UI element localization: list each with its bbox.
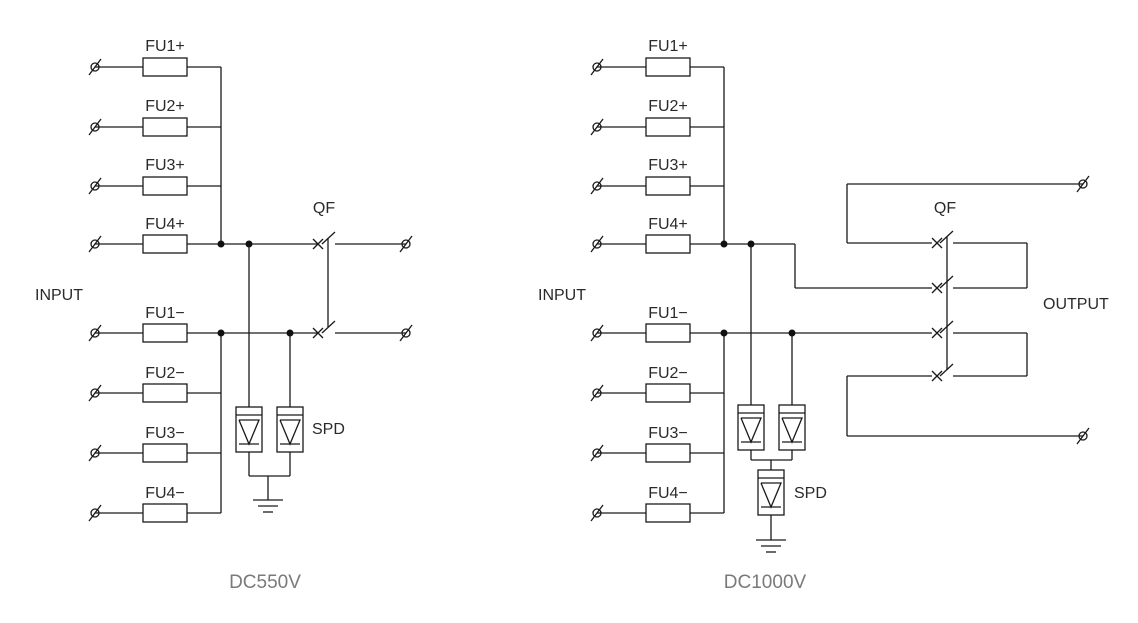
fuse-icon xyxy=(142,383,188,403)
fuse-label: FU4− xyxy=(648,485,688,502)
fuse-icon xyxy=(142,234,188,254)
spd-module-icon xyxy=(276,406,304,453)
terminal-icon xyxy=(590,58,604,76)
terminal-icon xyxy=(590,324,604,342)
terminals-right xyxy=(590,58,1090,522)
fuse-label: FU3− xyxy=(648,425,688,442)
spd-module-icon xyxy=(235,406,263,453)
breaker-contacts-left xyxy=(312,238,324,339)
junctions-left xyxy=(217,240,294,337)
breaker-contacts-right xyxy=(931,237,943,382)
wiring-right xyxy=(597,66,1083,540)
fuse-icon xyxy=(645,234,691,254)
fuse-icon xyxy=(142,503,188,523)
spd-module-icon xyxy=(757,469,785,516)
fuse-icon xyxy=(645,503,691,523)
junctions-right xyxy=(720,240,796,337)
fuse-label: FU4+ xyxy=(648,216,688,233)
ground-icon xyxy=(756,539,786,553)
fuse-label: FU4− xyxy=(145,485,185,502)
spd-module-icon xyxy=(778,404,806,451)
diagram-title: DC1000V xyxy=(724,572,807,593)
terminal-icon xyxy=(590,384,604,402)
fuse-icon xyxy=(142,443,188,463)
spd-label: SPD xyxy=(794,485,827,502)
terminal-icon xyxy=(590,504,604,522)
fuse-icon xyxy=(645,443,691,463)
terminal-icon xyxy=(88,58,102,76)
terminals-left xyxy=(88,58,413,522)
diagram-title: DC550V xyxy=(229,572,301,593)
fuse-label: FU2+ xyxy=(145,98,185,115)
spd-left xyxy=(235,406,304,453)
fuse-label: FU3− xyxy=(145,425,185,442)
fuse-label: FU4+ xyxy=(145,216,185,233)
fuse-label: FU2+ xyxy=(648,98,688,115)
terminal-icon xyxy=(399,324,413,342)
fuse-label: FU1+ xyxy=(145,38,185,55)
fuses-right xyxy=(645,57,691,523)
breaker-label: QF xyxy=(934,200,956,217)
input-label: INPUT xyxy=(35,287,83,304)
fuse-label: FU3+ xyxy=(145,157,185,174)
terminal-icon xyxy=(590,444,604,462)
terminal-icon xyxy=(1076,175,1090,193)
terminal-icon xyxy=(590,235,604,253)
fuse-icon xyxy=(645,176,691,196)
spd-right xyxy=(737,404,806,516)
terminal-icon xyxy=(88,177,102,195)
fuse-label: FU2− xyxy=(648,365,688,382)
fuse-icon xyxy=(645,383,691,403)
fuse-icon xyxy=(645,323,691,343)
terminal-icon xyxy=(88,324,102,342)
terminal-icon xyxy=(88,384,102,402)
fuse-label: FU1− xyxy=(648,305,688,322)
fuse-icon xyxy=(645,57,691,77)
terminal-icon xyxy=(590,118,604,136)
fuses-left xyxy=(142,57,188,523)
output-label: OUTPUT xyxy=(1043,296,1109,313)
breaker-label: QF xyxy=(313,200,335,217)
input-label: INPUT xyxy=(538,287,586,304)
fuse-icon xyxy=(645,117,691,137)
fuse-icon xyxy=(142,323,188,343)
fuse-icon xyxy=(142,176,188,196)
fuse-icon xyxy=(142,57,188,77)
spd-module-icon xyxy=(737,404,765,451)
fuse-label: FU1+ xyxy=(648,38,688,55)
terminal-icon xyxy=(88,504,102,522)
terminal-icon xyxy=(1076,427,1090,445)
diagram-dc550v: FU1+ FU2+ FU3+ FU4+ FU1− FU2− FU3− FU4− … xyxy=(35,38,413,593)
fuse-label: FU1− xyxy=(145,305,185,322)
terminal-icon xyxy=(88,235,102,253)
terminal-icon xyxy=(88,118,102,136)
fuse-label: FU2− xyxy=(145,365,185,382)
wiring-left xyxy=(95,66,406,514)
fuse-icon xyxy=(142,117,188,137)
fuse-label: FU3+ xyxy=(648,157,688,174)
terminal-icon xyxy=(399,235,413,253)
ground-icon xyxy=(253,499,283,513)
terminal-icon xyxy=(590,177,604,195)
spd-label: SPD xyxy=(312,421,345,438)
terminal-icon xyxy=(88,444,102,462)
diagram-dc1000v: FU1+ FU2+ FU3+ FU4+ FU1− FU2− FU3− FU4− … xyxy=(538,38,1109,593)
